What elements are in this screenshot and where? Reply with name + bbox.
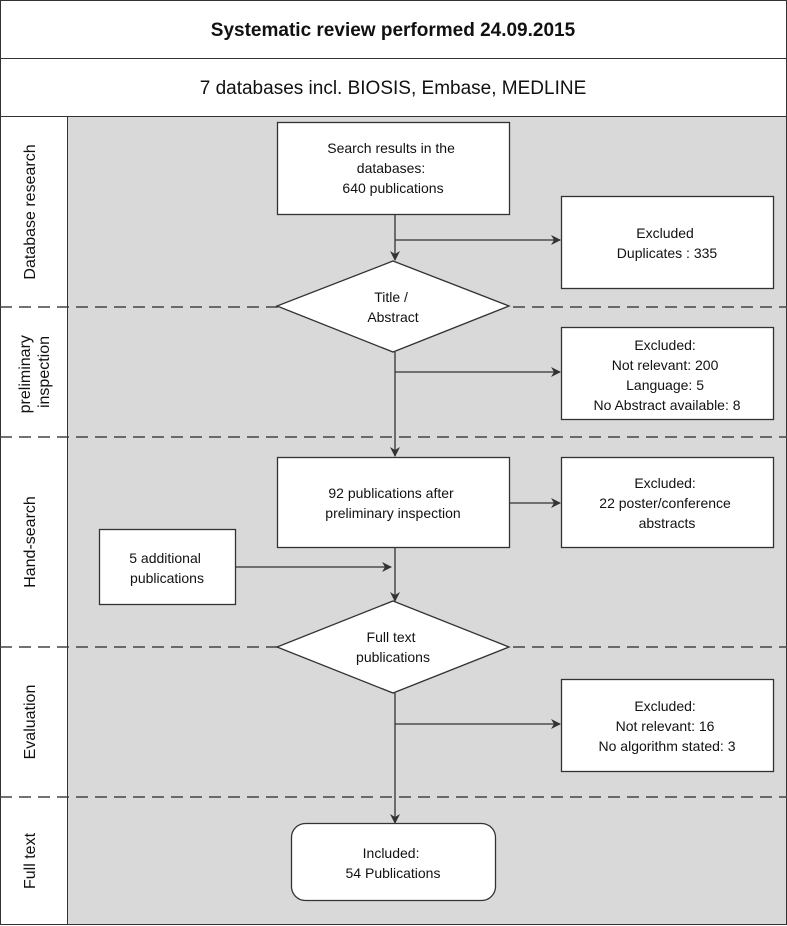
- node-additional: 5 additional publications: [98, 528, 237, 606]
- node-line: Included:: [363, 845, 420, 861]
- node-line: preliminary inspection: [325, 505, 460, 521]
- node-included: Included: 54 Publications: [290, 822, 497, 902]
- node-excluded-duplicates-text: Excluded Duplicates : 335: [617, 225, 718, 261]
- node-excluded-eval: Excluded: Not relevant: 16 No algorithm …: [560, 678, 775, 773]
- node-title-abstract-text: Title / Abstract: [367, 289, 418, 325]
- node-line: Language: 5: [626, 377, 704, 393]
- phase-label-full-text: Full text: [22, 832, 39, 889]
- node-line: 640 publications: [342, 180, 443, 196]
- node-excluded-prelim-text: Excluded: Not relevant: 200 Language: 5 …: [593, 337, 740, 413]
- header-title-bar: [0, 0, 787, 59]
- node-excluded-eval-text: Excluded: Not relevant: 16 No algorithm …: [599, 698, 736, 754]
- node-line: Excluded: [636, 225, 694, 241]
- node-line: Excluded:: [634, 337, 695, 353]
- phase-label-hand-search: Hand-search: [22, 496, 39, 588]
- node-line: Full text: [367, 629, 416, 645]
- node-line: publications: [356, 649, 430, 665]
- node-search-results-box: [276, 121, 511, 216]
- node-excluded-prelim: Excluded: Not relevant: 200 Language: 5 …: [560, 326, 775, 421]
- phase-label-line: Hand-search: [22, 496, 39, 588]
- node-excluded-eval-box: [560, 678, 775, 773]
- node-after-prelim: 92 publications after preliminary inspec…: [276, 456, 511, 549]
- phase-label-line: Full text: [22, 832, 39, 889]
- node-after-prelim-box: [276, 456, 511, 549]
- node-search-results-text: Search results in the databases: 640 pub…: [327, 140, 459, 196]
- node-line: Not relevant: 200: [612, 357, 719, 373]
- node-title-abstract-diamond: [275, 260, 511, 353]
- node-line: 22 poster/conference: [599, 495, 731, 511]
- node-line: Title /: [374, 289, 408, 305]
- phase-label-line: inspection: [36, 336, 53, 408]
- node-line: Not relevant: 16: [616, 718, 715, 734]
- node-excluded-duplicates-box: [560, 195, 775, 290]
- side-column: [0, 116, 68, 925]
- node-line: 54 Publications: [346, 865, 441, 881]
- node-full-text-diamond: [275, 600, 511, 694]
- phase-labels: Database research preliminary inspection…: [17, 144, 53, 889]
- phase-label-line: Database research: [22, 144, 39, 279]
- node-search-results: Search results in the databases: 640 pub…: [276, 121, 511, 216]
- phase-dividers: [0, 306, 787, 798]
- phase-label-line: Evaluation: [22, 685, 39, 760]
- node-included-box: [290, 822, 497, 902]
- node-line: No algorithm stated: 3: [599, 738, 736, 754]
- header-subtitle-bar: [0, 58, 787, 117]
- node-additional-box: [98, 528, 237, 606]
- node-additional-text: 5 additional publications: [129, 550, 205, 586]
- node-excluded-prelim-box: [560, 326, 775, 421]
- node-full-text: Full text publications: [275, 600, 511, 694]
- node-included-text: Included: 54 Publications: [346, 845, 441, 881]
- header-title: Systematic review performed 24.09.2015: [211, 20, 576, 41]
- node-line: publications: [130, 570, 204, 586]
- node-line: Search results in the: [327, 140, 455, 156]
- node-excluded-poster: Excluded: 22 poster/conference abstracts: [560, 456, 775, 549]
- phase-label-preliminary-inspection: preliminary inspection: [17, 331, 53, 414]
- phase-label-evaluation: Evaluation: [22, 685, 39, 760]
- node-excluded-duplicates: Excluded Duplicates : 335: [560, 195, 775, 290]
- node-line: 92 publications after: [328, 485, 454, 501]
- connectors: [235, 214, 561, 824]
- node-line: Duplicates : 335: [617, 245, 718, 261]
- node-line: databases:: [357, 160, 426, 176]
- node-excluded-poster-text: Excluded: 22 poster/conference abstracts: [599, 475, 734, 531]
- node-line: No Abstract available: 8: [593, 397, 740, 413]
- header-subtitle: 7 databases incl. BIOSIS, Embase, MEDLIN…: [200, 78, 587, 99]
- phase-label-line: preliminary: [17, 335, 34, 413]
- node-line: Excluded:: [634, 475, 695, 491]
- node-title-abstract: Title / Abstract: [275, 260, 511, 353]
- node-line: abstracts: [639, 515, 696, 531]
- node-line: Excluded:: [634, 698, 695, 714]
- node-line: 5 additional: [129, 550, 201, 566]
- node-line: Abstract: [367, 309, 418, 325]
- node-after-prelim-text: 92 publications after preliminary inspec…: [325, 485, 460, 521]
- node-excluded-poster-box: [560, 456, 775, 549]
- node-full-text-text: Full text publications: [356, 629, 430, 665]
- phase-label-database-research: Database research: [22, 144, 39, 279]
